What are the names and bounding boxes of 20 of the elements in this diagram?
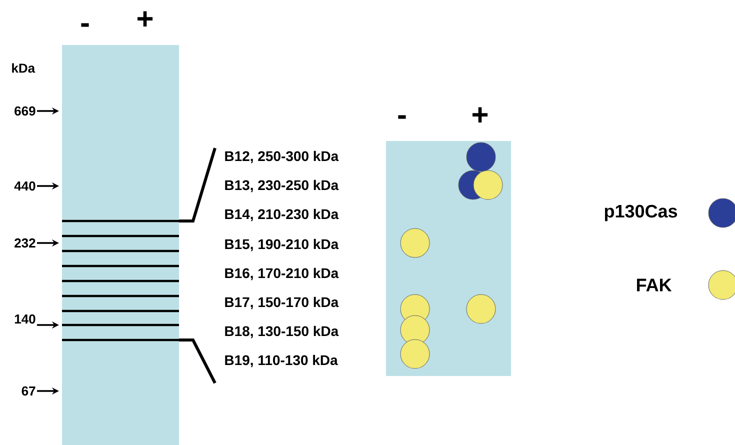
lane-sign: - [398, 115, 406, 119]
band-label: B13, 230-250 kDa [225, 180, 339, 192]
legend-label: p130Cas [604, 204, 678, 222]
marker-label: 140 [14, 314, 36, 324]
marker-label: 232 [14, 238, 36, 248]
band-label: B12, 250-300 kDa [225, 150, 339, 164]
marker-label: 67 [22, 386, 36, 396]
band-label: B15, 190-210 kDa [225, 238, 339, 252]
band-label: B19, 110-130 kDa [225, 354, 338, 368]
band-label: B18, 130-150 kDa [225, 326, 339, 338]
marker-label: 669 [14, 106, 36, 116]
lane-sign: - [81, 23, 89, 27]
band-label: B17, 150-170 kDa [225, 296, 339, 310]
lane-sign: + [138, 11, 153, 26]
unit-label: kDa [12, 63, 36, 73]
marker-label: 440 [14, 181, 36, 191]
lane-sign: + [472, 107, 488, 122]
band-label: B16, 170-210 kDa [225, 268, 339, 280]
legend-label: FAK [637, 278, 672, 292]
band-label: B14, 210-230 kDa [225, 208, 339, 222]
